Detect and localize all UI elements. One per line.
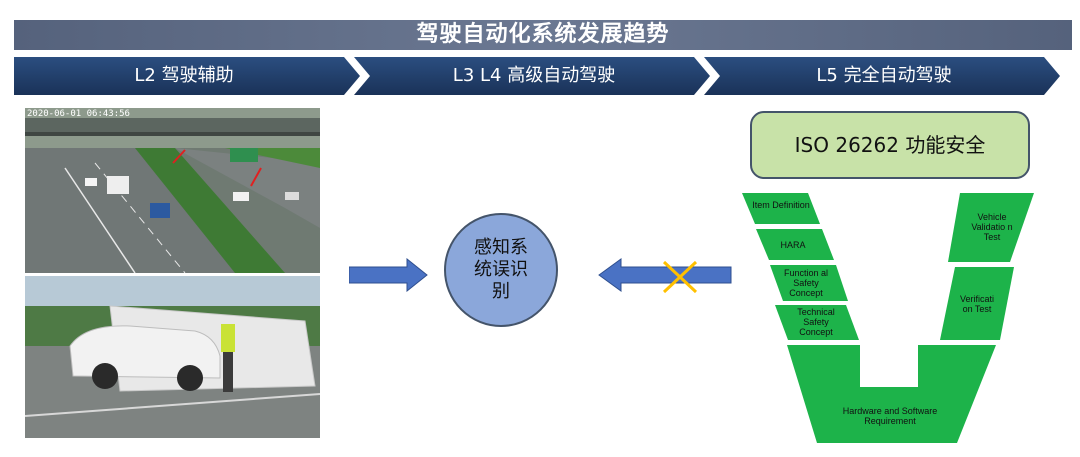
stage-chevrons: L2 驾驶辅助 L3 L4 高级自动驾驶 L5 完全自动驾驶 <box>14 57 1062 95</box>
chevron-l5 <box>704 57 1060 95</box>
arrow-left-icon <box>598 258 732 292</box>
iso-label: ISO 26262 功能安全 <box>794 133 986 157</box>
v-step-item-definition <box>742 193 820 224</box>
v-label-item-definition: Item Definition <box>752 200 810 210</box>
title-banner: 驾驶自动化系统发展趋势 <box>14 20 1072 50</box>
v-label-functional-safety: Function al Safety Concept <box>783 268 829 298</box>
v-label-verification: Verificati on Test <box>959 294 994 314</box>
stage-label-l2: L2 驾驶辅助 <box>134 65 234 86</box>
v-step-verification <box>940 267 1014 340</box>
iso-26262-box: ISO 26262 功能安全 <box>750 111 1030 179</box>
v-step-functional-safety <box>770 265 848 301</box>
chevron-shapes <box>14 57 1060 95</box>
v-label-hw-sw-requirement: Hardware and Software Requirement <box>842 406 938 426</box>
v-step-technical-safety <box>775 305 859 340</box>
stage-label-l3l4: L3 L4 高级自动驾驶 <box>452 65 616 86</box>
circle-label: 感知系统误识别 <box>474 237 528 302</box>
v-label-vehicle-validation: Vehicle Validatio n Test <box>971 212 1013 242</box>
highway-camera-photo: 2020-06-01 06:43:56 <box>25 108 320 273</box>
v-step-hara <box>756 229 834 260</box>
v-label-technical-safety: Technical Safety Concept <box>797 307 835 337</box>
cross-mark-icon <box>662 260 698 294</box>
chevron-l2 <box>14 57 360 95</box>
chevron-l3l4 <box>354 57 710 95</box>
perception-error-circle: 感知系统误识别 <box>444 213 558 327</box>
v-label-hara: HARA <box>780 240 806 250</box>
stage-label-l5: L5 完全自动驾驶 <box>816 65 952 86</box>
crash-scene-photo <box>25 276 320 438</box>
v-step-hw-sw-requirement <box>787 345 996 443</box>
photo-timestamp: 2020-06-01 06:43:56 <box>27 109 130 119</box>
arrow-right-icon <box>349 258 428 292</box>
banner-title: 驾驶自动化系统发展趋势 <box>416 22 670 47</box>
v-step-vehicle-validation <box>948 193 1034 262</box>
